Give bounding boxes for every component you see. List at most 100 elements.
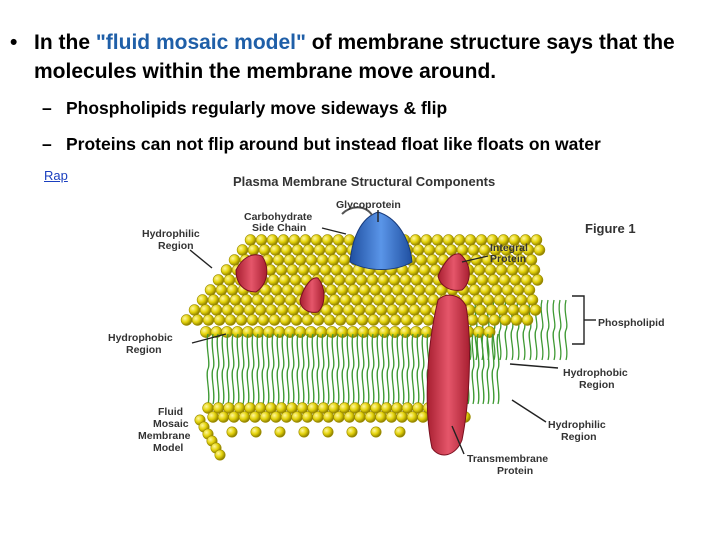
label-membrane: Membrane (138, 430, 191, 442)
phospholipid-head (496, 304, 509, 316)
phospholipid-head (265, 304, 278, 316)
peripheral-protein-middle (299, 277, 325, 313)
leader-lines (189, 210, 596, 455)
phospholipid-head (482, 294, 495, 306)
phospholipid-head (312, 411, 324, 423)
phospholipid-head (528, 264, 541, 276)
phospholipid-head (473, 264, 486, 276)
phospholipid-head (333, 411, 345, 423)
bullet-highlight: "fluid mosaic model" (95, 31, 306, 54)
phospholipid-head (517, 264, 530, 276)
phospholipid-head (397, 304, 410, 316)
phospholipid-head (214, 449, 226, 461)
phospholipid-tail (396, 333, 400, 405)
phospholipid-head (434, 244, 447, 256)
phospholipid-head (283, 254, 296, 266)
phospholipid-head (313, 244, 326, 256)
phospholipid-head (509, 274, 522, 286)
phospholipid-head (415, 254, 428, 266)
phospholipid-head (290, 314, 303, 326)
phospholipid-head (334, 314, 347, 326)
phospholipid-head (394, 294, 407, 306)
phospholipid-head (468, 284, 481, 296)
phospholipid-head (204, 284, 217, 296)
phospholipid-head (386, 304, 399, 316)
phospholipid-head (477, 314, 490, 326)
phospholipid-head (422, 314, 435, 326)
label-glycoprotein: Glycoprotein (336, 199, 401, 211)
phospholipid-head (364, 411, 377, 423)
phospholipid-head (442, 234, 455, 246)
phospholipid-head (411, 314, 424, 326)
phospholipid-head (207, 294, 220, 306)
phospholipid-head (278, 274, 291, 286)
phospholipid-tail (381, 333, 385, 405)
phospholipid-tail (406, 333, 410, 405)
phospholipid-head (246, 314, 259, 326)
phospholipid-tail (271, 333, 275, 405)
phospholipid-head (420, 234, 433, 246)
phospholipid-head (418, 264, 431, 276)
phospholipid-tail (401, 333, 405, 405)
phospholipid-tail (366, 333, 370, 405)
phospholipid-tail (241, 333, 245, 405)
phospholipid-head (333, 274, 346, 286)
phospholipid-head (316, 254, 329, 266)
phospholipid-head (268, 314, 281, 326)
phospholipid-tail (540, 299, 544, 361)
phospholipid-tail (231, 333, 235, 405)
phospholipid-head (413, 284, 426, 296)
phospholipid-head (322, 426, 334, 438)
phospholipid-head (356, 314, 369, 326)
phospholipid-tail (471, 333, 475, 405)
phospholipid-head (322, 274, 335, 286)
rap-link[interactable]: Rap (44, 168, 68, 183)
phospholipid-tail (251, 333, 255, 405)
phospholipid-head (284, 326, 296, 338)
phospholipid-tail (206, 333, 210, 405)
sub-bullet-1-text: Phospholipids regularly move sideways & … (66, 98, 448, 118)
phospholipid-head (350, 294, 363, 306)
phospholipid-head (286, 264, 299, 276)
sub-bullet-2: –Proteins can not flip around but instea… (42, 132, 601, 156)
phospholipid-head (361, 294, 374, 306)
phospholipid-head (378, 326, 391, 338)
phospholipid-head (243, 304, 256, 316)
phospholipid-head (251, 294, 264, 306)
phospholipid-head (375, 304, 388, 316)
phospholipid-head (380, 284, 393, 296)
label-side-chain: Side Chain (252, 222, 306, 234)
phospholipid-head (353, 304, 366, 316)
phospholipid-head (339, 294, 352, 306)
phospholipid-tail (236, 333, 240, 405)
phospholipid-head (270, 411, 282, 423)
phospholipid-head (319, 264, 332, 276)
phospholipid-head (389, 326, 401, 338)
phospholipid-head (302, 244, 315, 256)
phospholipid-head (526, 294, 539, 306)
phospholipid-head (266, 234, 279, 246)
phospholipid-tail (386, 333, 390, 405)
phospholipid-head (273, 294, 286, 306)
phospholipid-head (332, 234, 345, 246)
phospholipid-head (276, 304, 289, 316)
phospholipid-head (484, 264, 497, 276)
bullet-rest: of membrane structure says that the mole… (34, 31, 675, 83)
phospholipid-head (498, 274, 511, 286)
phospholipid-head (249, 411, 261, 423)
phospholipid-head (221, 304, 234, 316)
phospholipid-head (487, 274, 500, 286)
phospholipid-tail (491, 333, 495, 405)
phospholipid-head (294, 254, 307, 266)
phospholipid-head (235, 314, 248, 326)
phospholipid-tail (221, 333, 225, 405)
phospholipid-head (367, 314, 380, 326)
phospholipid-head (180, 314, 193, 326)
phospholipid-head (200, 326, 212, 338)
phospholipid-tail (286, 333, 290, 405)
phospholipid-head (405, 294, 418, 306)
label-transmembrane: Transmembrane (467, 453, 548, 465)
phospholipid-tail (331, 333, 335, 405)
phospholipid-head (421, 274, 434, 286)
phospholipid-tail (546, 299, 550, 361)
